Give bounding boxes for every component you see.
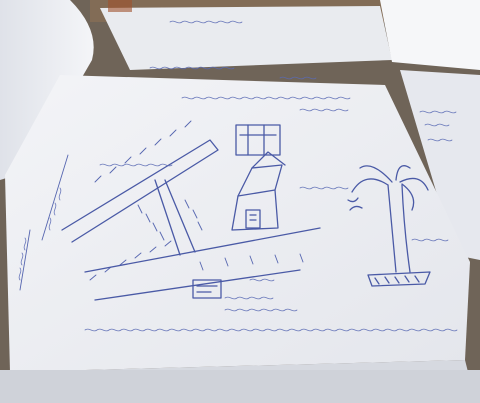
back-sheet [100, 6, 392, 70]
hatch-marks [89, 120, 304, 281]
road-sketch [61, 139, 219, 256]
house-sketch [231, 151, 286, 231]
bottom-road-lines [84, 227, 321, 301]
curled-sheet [0, 0, 94, 180]
top-right-sheet [380, 0, 480, 70]
red-object [108, 0, 132, 12]
left-vertical-lines [19, 154, 69, 291]
tree-sketch [347, 165, 431, 287]
main-paper [5, 75, 470, 372]
sign-box-sketch [192, 279, 222, 299]
right-sheet [400, 70, 480, 260]
handwritten-notes [18, 20, 458, 332]
small-building-sketch [235, 124, 281, 156]
bottom-sheets [0, 370, 480, 403]
